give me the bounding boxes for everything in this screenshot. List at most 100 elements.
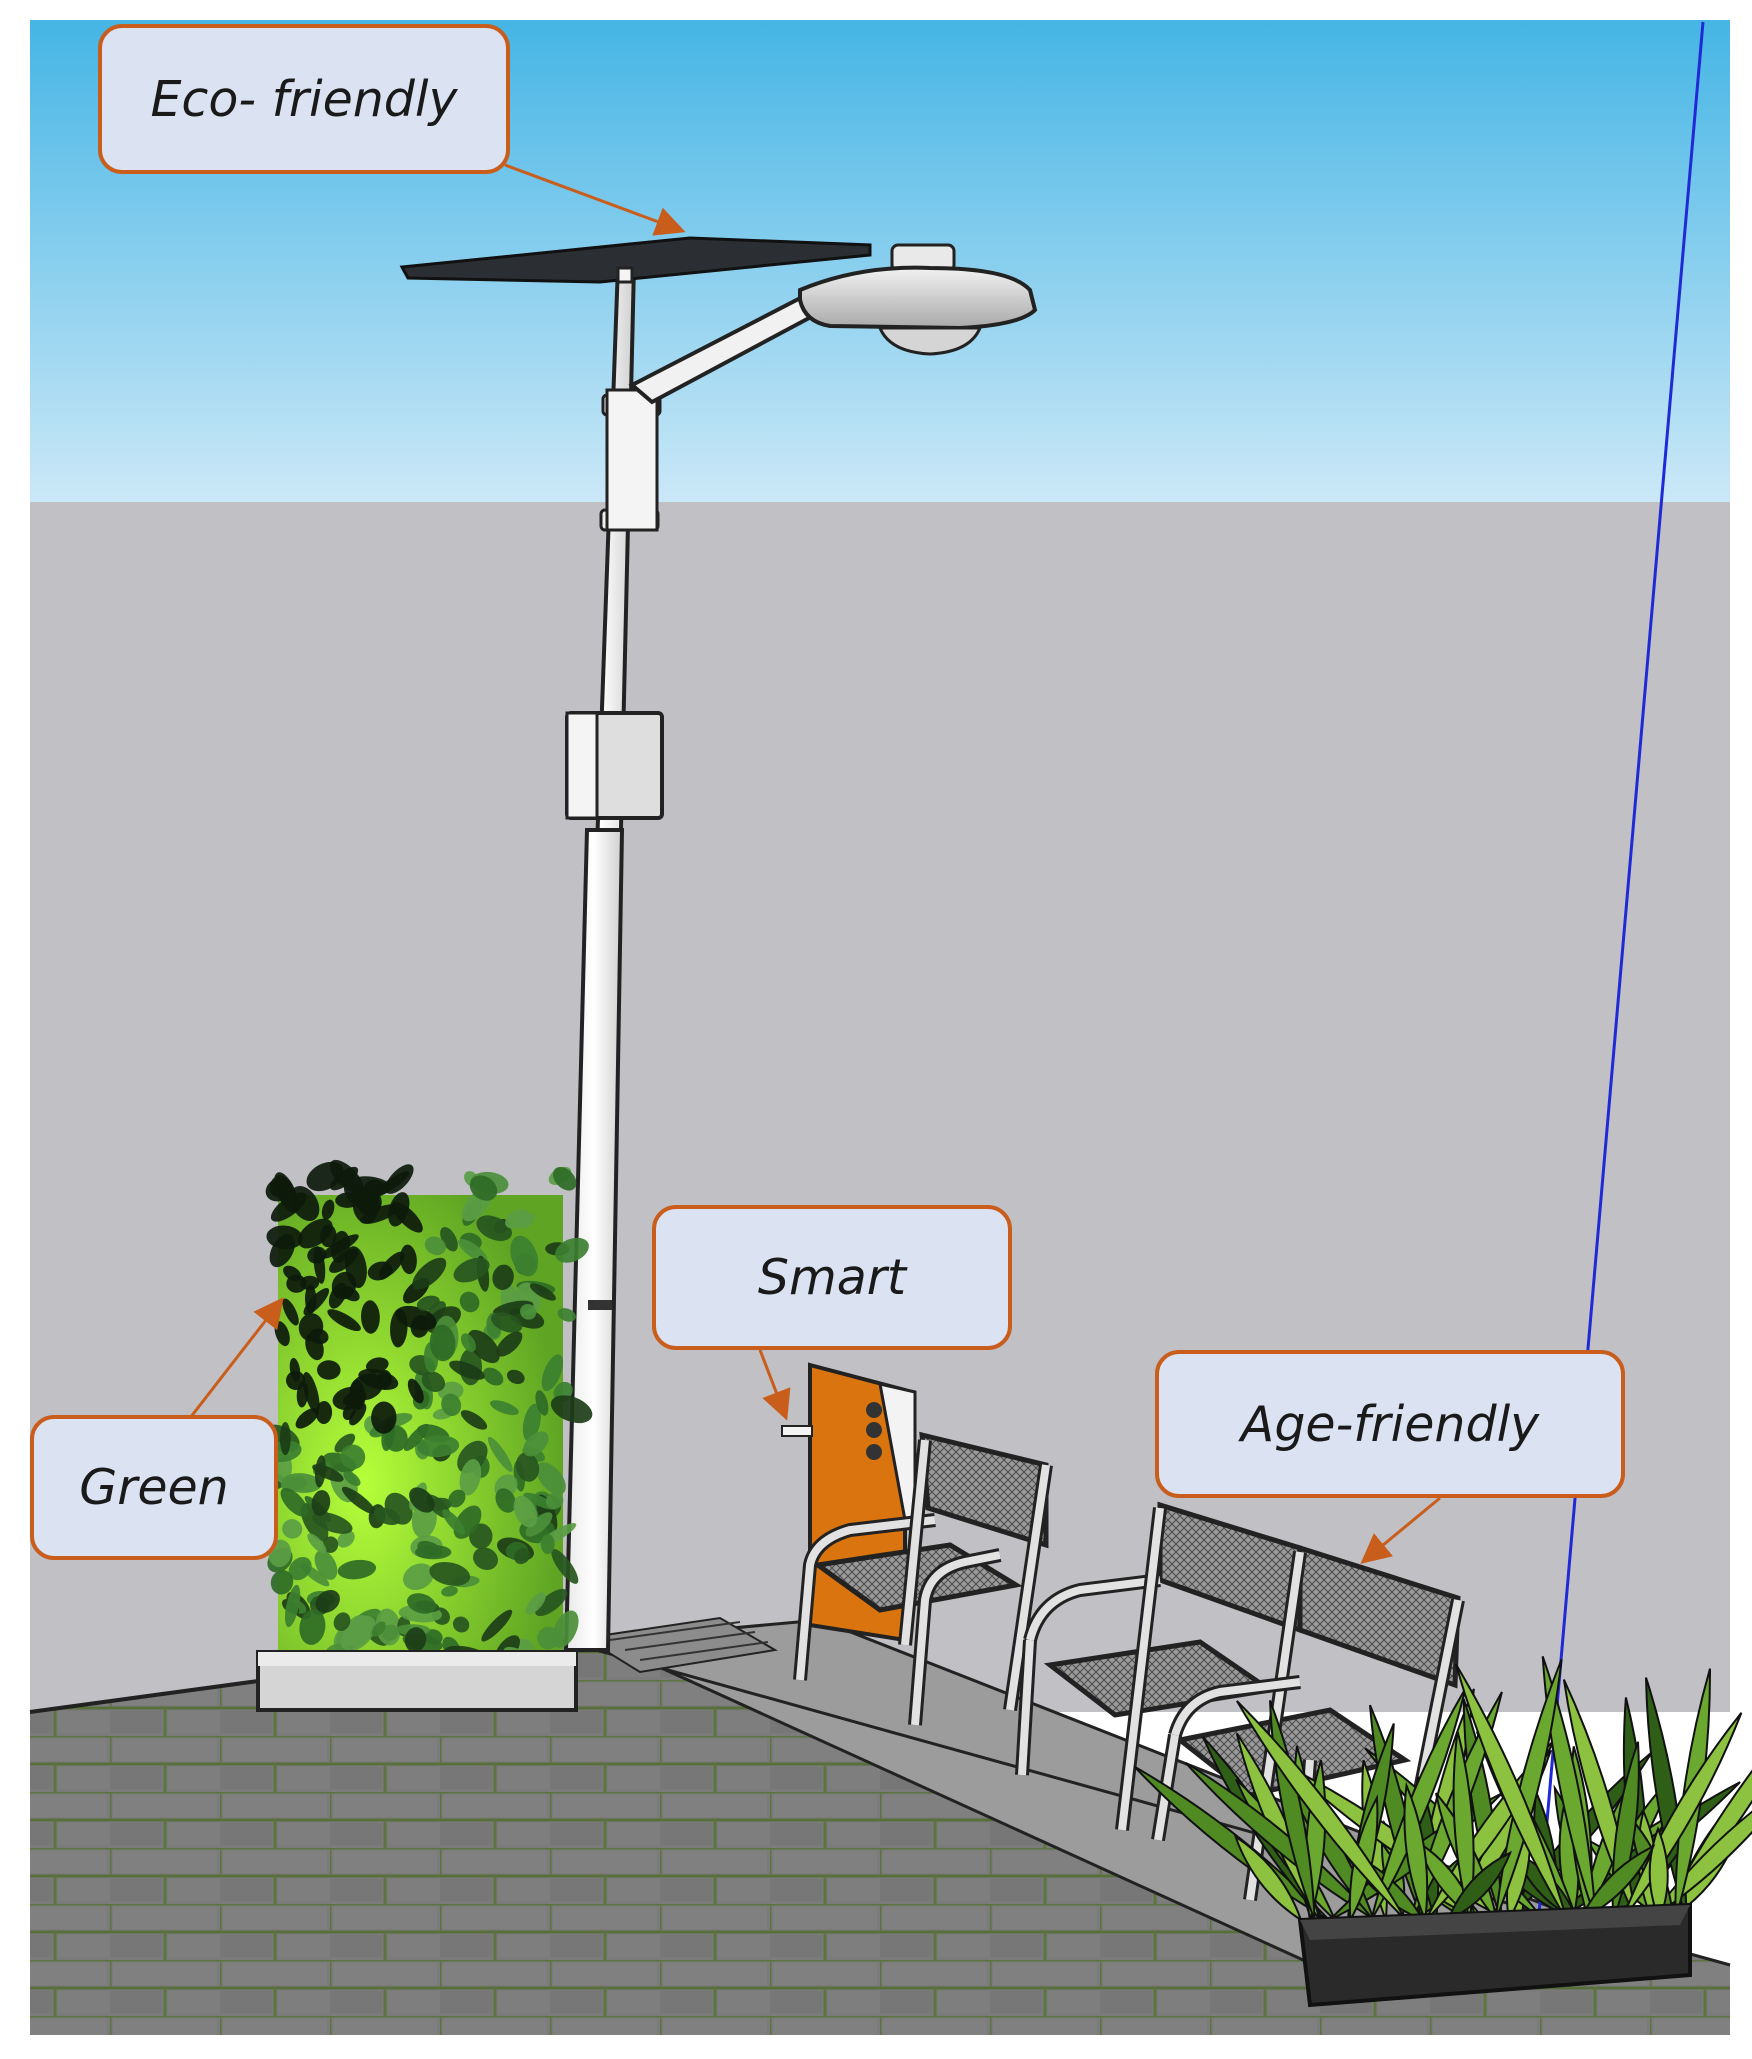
- leaf: [307, 1533, 327, 1554]
- leaf: [409, 1487, 435, 1513]
- leaf: [506, 1369, 525, 1385]
- leaf: [315, 1589, 340, 1613]
- leaf: [424, 1236, 446, 1256]
- leaf: [489, 1400, 519, 1416]
- leaf: [412, 1257, 447, 1290]
- leaf: [555, 1237, 589, 1263]
- leaf: [270, 1192, 307, 1222]
- leaf: [525, 1512, 553, 1537]
- leaf: [460, 1410, 488, 1430]
- smart-arrow: [758, 1349, 791, 1421]
- leaf: [388, 1192, 410, 1227]
- planter-leaf: [1233, 1834, 1303, 1923]
- leaf: [302, 1371, 320, 1414]
- leaf: [279, 1421, 291, 1456]
- green-wall-icon: [256, 1159, 593, 1712]
- leaf: [295, 1407, 319, 1429]
- leaf: [540, 1534, 555, 1555]
- leaf: [372, 1171, 410, 1198]
- leaf: [342, 1390, 363, 1406]
- solar-panel-icon: [399, 236, 872, 284]
- leaf: [550, 1395, 593, 1424]
- leaf: [282, 1298, 299, 1326]
- age-friendly-callout: Age-friendly: [1155, 1350, 1625, 1498]
- leaf: [536, 1462, 566, 1495]
- leaf: [490, 1312, 523, 1333]
- smart-callout: Smart: [652, 1205, 1012, 1350]
- leaf: [459, 1291, 480, 1313]
- leaf: [448, 1489, 466, 1508]
- leaf: [452, 1616, 470, 1633]
- leaf: [541, 1354, 564, 1392]
- leaf: [317, 1360, 341, 1380]
- leaf: [360, 1300, 380, 1334]
- leaf: [311, 1490, 331, 1516]
- leaf: [519, 1213, 536, 1229]
- leaf: [284, 1584, 301, 1628]
- leaf: [496, 1331, 523, 1357]
- leaf: [476, 1215, 512, 1241]
- leaf: [552, 1167, 577, 1191]
- chair-icon: [793, 1431, 1053, 1726]
- smart-label: Smart: [757, 1249, 907, 1306]
- green-callout: Green: [30, 1415, 278, 1560]
- leaf: [525, 1592, 546, 1615]
- leaf: [505, 1209, 529, 1229]
- leaf: [522, 1403, 541, 1442]
- leaf: [282, 1473, 322, 1493]
- age-arrow: [1360, 1496, 1441, 1564]
- leaf: [340, 1615, 376, 1652]
- leaf: [327, 1309, 361, 1332]
- leaf: [288, 1556, 312, 1581]
- leaf: [322, 1536, 339, 1553]
- leaf: [459, 1459, 482, 1496]
- leaf: [482, 1367, 504, 1386]
- eco-arrow: [504, 163, 686, 236]
- planter-leaf: [1236, 1700, 1407, 1921]
- leaf: [344, 1246, 367, 1289]
- leaf: [365, 1357, 389, 1373]
- leaf: [313, 1246, 326, 1284]
- leaf: [282, 1519, 303, 1539]
- leaf: [381, 1624, 399, 1641]
- leaf: [328, 1282, 347, 1309]
- leaf: [343, 1471, 361, 1486]
- leaf: [535, 1390, 549, 1416]
- lamp-head: [798, 243, 1038, 356]
- leaf: [395, 1305, 437, 1331]
- leaf: [441, 1393, 462, 1416]
- planter-leaf: [1452, 1730, 1475, 1921]
- planter-leaf: [1541, 1655, 1597, 1921]
- leaf: [403, 1563, 434, 1590]
- street-lamp-icon: [399, 236, 1038, 1652]
- leaf: [417, 1435, 460, 1458]
- eco-friendly-label: Eco- friendly: [150, 70, 458, 128]
- age-friendly-label: Age-friendly: [1240, 1395, 1540, 1453]
- leaf: [523, 1431, 549, 1457]
- leaf: [513, 1495, 538, 1528]
- leaf: [460, 1333, 476, 1352]
- leaf: [487, 1436, 513, 1472]
- leaf: [529, 1283, 556, 1301]
- leaf: [337, 1530, 355, 1548]
- leaf: [341, 1486, 376, 1515]
- leaf: [449, 1360, 485, 1380]
- leaf: [377, 1369, 392, 1390]
- leaf: [265, 1177, 293, 1202]
- bench-icon: [1015, 1501, 1465, 1901]
- guide-line: [1533, 21, 1705, 1961]
- leaf: [514, 1548, 531, 1565]
- leaf: [535, 1588, 568, 1617]
- leaf: [270, 1570, 294, 1595]
- leaf: [312, 1464, 344, 1482]
- leaf: [334, 1433, 356, 1453]
- leaf: [330, 1166, 359, 1191]
- leaf: [404, 1627, 427, 1653]
- leaf: [400, 1244, 417, 1275]
- leaf: [557, 1308, 576, 1322]
- leaf: [515, 1452, 540, 1482]
- drain-grate: [582, 1616, 778, 1674]
- leaf: [305, 1332, 324, 1361]
- leaf: [283, 1265, 302, 1282]
